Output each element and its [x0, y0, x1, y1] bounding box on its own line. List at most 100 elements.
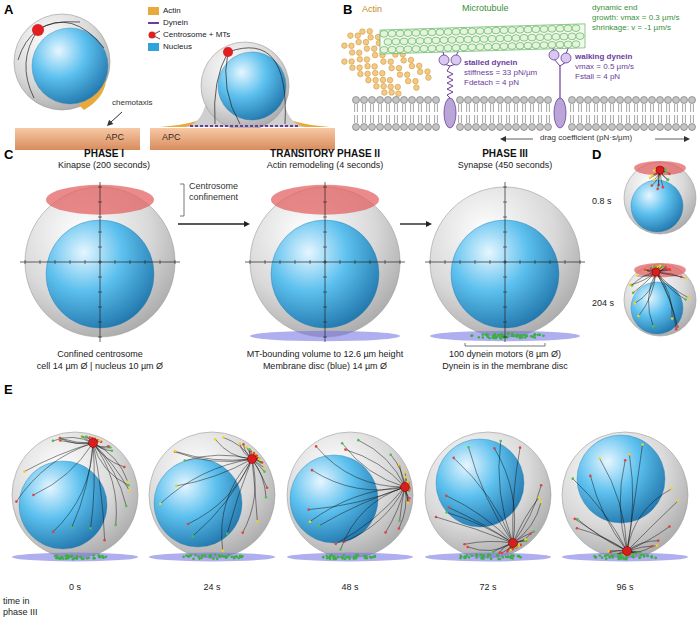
dynein-dot — [214, 554, 217, 557]
axis-tick — [503, 307, 507, 308]
dynein-dot — [98, 556, 101, 559]
dynein-dot — [233, 556, 236, 559]
tubulin — [532, 42, 540, 49]
tubulin — [468, 28, 476, 35]
lipid-tail — [637, 115, 638, 123]
mt-tip — [463, 543, 466, 546]
cell-sphere — [562, 432, 688, 558]
lipid-tail — [658, 104, 659, 112]
mt-tip — [651, 174, 654, 177]
mt-tip — [241, 531, 244, 534]
dynein-dot — [639, 556, 642, 559]
actin-bead — [396, 91, 402, 97]
lipid-head — [601, 97, 608, 104]
cell-body — [14, 14, 110, 110]
lipid-tail — [674, 104, 675, 112]
tubulin — [380, 46, 388, 53]
lipid-tail — [426, 115, 427, 123]
lipid-tail — [522, 115, 523, 123]
drag-arrow — [655, 139, 687, 140]
nucleus — [154, 459, 242, 547]
lipid-head — [529, 124, 536, 131]
lipid-head — [633, 97, 640, 104]
dynein-dot — [230, 556, 233, 559]
apc-band: APC — [150, 128, 335, 150]
apc-band: APC — [15, 128, 140, 150]
actin-bead — [388, 59, 394, 65]
microtubule — [468, 543, 513, 551]
mt-tip — [445, 511, 448, 514]
lipid-tail — [362, 115, 363, 123]
mt-tip — [644, 268, 647, 271]
mt-tip — [59, 437, 62, 440]
lipid-tail — [533, 115, 534, 123]
lipid-tail — [410, 115, 411, 123]
actin-bead — [382, 90, 388, 96]
microtubule — [312, 470, 405, 490]
mt-tip — [174, 451, 177, 454]
lipid-tail — [685, 104, 686, 112]
dynein-dot — [223, 555, 226, 558]
dynein-dot — [344, 558, 347, 561]
lipid-tail — [573, 115, 574, 123]
centrosome — [223, 47, 233, 57]
axis-tick — [40, 260, 41, 264]
dynein-dot — [501, 334, 504, 337]
microtubule — [309, 487, 405, 510]
dynein-dot — [463, 557, 466, 560]
legend-text: Dynein — [163, 18, 188, 28]
dynein-dot — [617, 556, 620, 559]
actin-bead — [413, 78, 419, 84]
microtubule — [33, 443, 93, 495]
walking-dynein — [549, 49, 571, 128]
mt-tip — [339, 548, 342, 551]
mt-tip — [677, 499, 680, 502]
tubulin — [528, 34, 536, 41]
dynein-dot — [240, 555, 243, 558]
microtubule — [656, 272, 672, 319]
cell-figure — [20, 182, 180, 342]
lipid-head — [593, 124, 600, 131]
mt-tip — [636, 274, 639, 277]
tubulin — [480, 36, 488, 43]
lipid-head — [393, 124, 400, 131]
arrow-line — [400, 223, 427, 224]
dynein-dot — [606, 554, 609, 557]
lipid-head — [657, 124, 664, 131]
lipid-tail — [621, 115, 622, 123]
label-box: 100 dynein motors (8 µm Ø) — [425, 349, 585, 360]
mt-tip — [80, 435, 83, 438]
mt-tip — [384, 531, 387, 534]
dynein-dot — [519, 556, 522, 559]
lipid-tail — [546, 115, 547, 123]
lipid-tail — [466, 115, 467, 123]
label-box: Fstall = 4 pN — [575, 72, 685, 82]
label-box: B — [343, 2, 363, 18]
axis-tick — [430, 260, 431, 264]
mt-tip — [641, 443, 644, 446]
dynein-dot — [201, 554, 204, 557]
microtubule — [513, 485, 541, 543]
tubulin — [492, 27, 500, 34]
lipid-tail — [642, 104, 643, 112]
mt-tip — [653, 169, 656, 172]
mt-tip — [445, 494, 448, 497]
actin-bead — [363, 39, 369, 45]
mt-tip — [650, 266, 653, 269]
tubulin — [556, 25, 564, 32]
lipid-tail — [658, 115, 659, 123]
panel-letter: A — [4, 2, 24, 18]
dynein-dot — [650, 555, 653, 558]
mt-tip — [524, 538, 527, 541]
dynein-dot — [643, 555, 646, 558]
mt-tip — [633, 552, 636, 555]
axis-tick — [503, 232, 507, 233]
label-box: 0 s — [55, 582, 95, 593]
lipid-tail — [634, 104, 635, 112]
microtubule — [243, 459, 255, 533]
parameter: stiffness = 33 pN/µm — [464, 68, 549, 78]
label-box: Microtubule — [462, 3, 542, 14]
mt-tip — [398, 519, 401, 522]
membrane-disc — [12, 553, 138, 562]
